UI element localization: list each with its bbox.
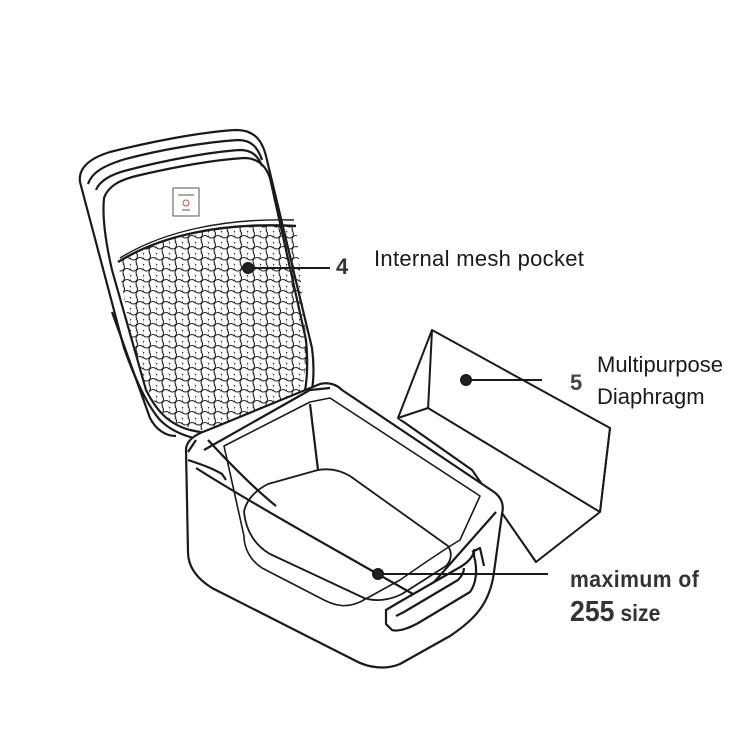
- callout-number-4: 4: [336, 254, 349, 279]
- handle: [384, 546, 486, 632]
- capacity-unit: size: [620, 600, 661, 626]
- lid-tag-icon: [172, 187, 200, 217]
- capacity-label-line2: 255 size: [570, 596, 660, 629]
- callout-number-5: 5: [570, 370, 583, 395]
- divider-label-line2: Diaphragm: [597, 384, 705, 409]
- callout-lines: [242, 262, 548, 580]
- mesh-pocket-label: Internal mesh pocket: [374, 246, 585, 271]
- capacity-label-line1: maximum of: [570, 566, 700, 592]
- capacity-value: 255: [570, 596, 615, 628]
- divider-label-line1: Multipurpose: [597, 352, 723, 377]
